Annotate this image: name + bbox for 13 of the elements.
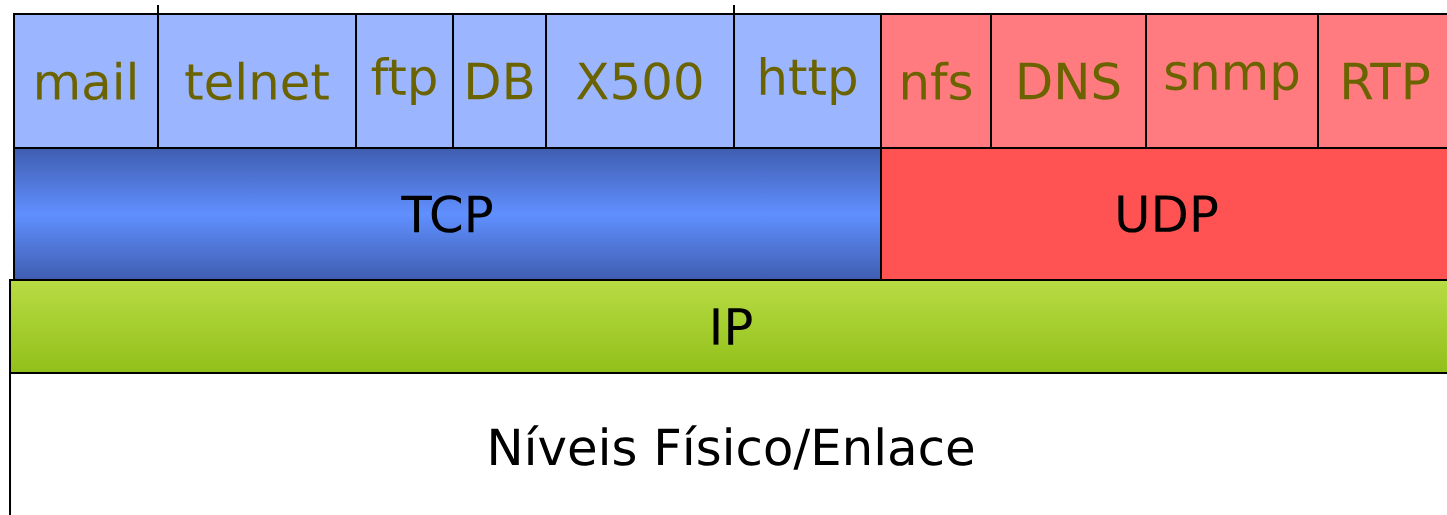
layer-band: Níveis Físico/Enlace	[9, 372, 1447, 515]
protocol-box: RTP	[1317, 13, 1447, 149]
protocol-box: DNS	[990, 13, 1147, 149]
layer-band: IP	[9, 279, 1447, 374]
layer-band: TCP	[13, 147, 882, 281]
protocol-box: mail	[13, 13, 159, 149]
node-label: RTP	[1344, 62, 1430, 100]
protocol-box: ftp	[355, 13, 454, 149]
protocol-box: DB	[452, 13, 547, 149]
layer-band: UDP	[880, 147, 1447, 281]
protocol-box: nfs	[880, 13, 992, 149]
protocol-box: http	[733, 13, 882, 149]
protocol-box: snmp	[1145, 13, 1319, 149]
